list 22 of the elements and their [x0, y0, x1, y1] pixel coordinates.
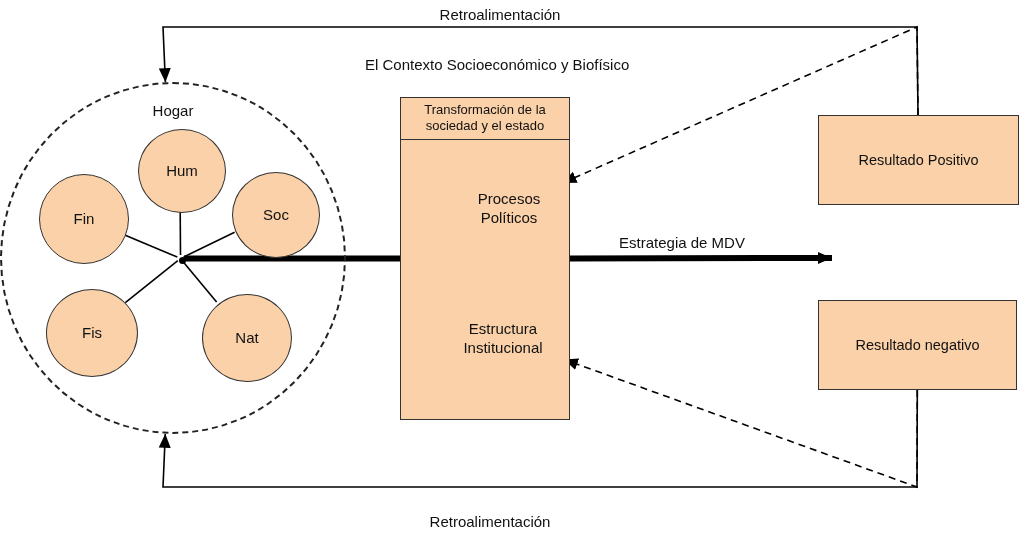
context-label: El Contexto Socioeconómico y Biofísico	[365, 56, 630, 73]
arrow	[570, 252, 832, 264]
process-box	[400, 97, 570, 420]
node-label: Nat	[235, 328, 259, 348]
node-label: Resultado Positivo	[858, 150, 979, 170]
junction-dot	[179, 257, 186, 264]
connector-line	[124, 259, 179, 304]
node-label: Fin	[73, 209, 95, 229]
result-box	[818, 115, 1019, 205]
node-label: Fis	[82, 323, 102, 343]
connector-line	[182, 231, 236, 258]
result-box	[818, 300, 1017, 390]
node-label: Hum	[166, 161, 198, 181]
node-label: Hogar	[152, 102, 194, 121]
connector-line	[184, 255, 400, 262]
box-heading: Transformación de la sociedad y el estado	[401, 98, 569, 140]
dashed-circle	[0, 82, 346, 434]
node-label: Resultado negativo	[855, 335, 980, 355]
node-label: Soc	[263, 205, 289, 225]
process-label: Procesos Políticos	[453, 184, 565, 232]
arrow	[158, 389, 919, 488]
process-label: Estructura Institucional	[441, 314, 565, 362]
